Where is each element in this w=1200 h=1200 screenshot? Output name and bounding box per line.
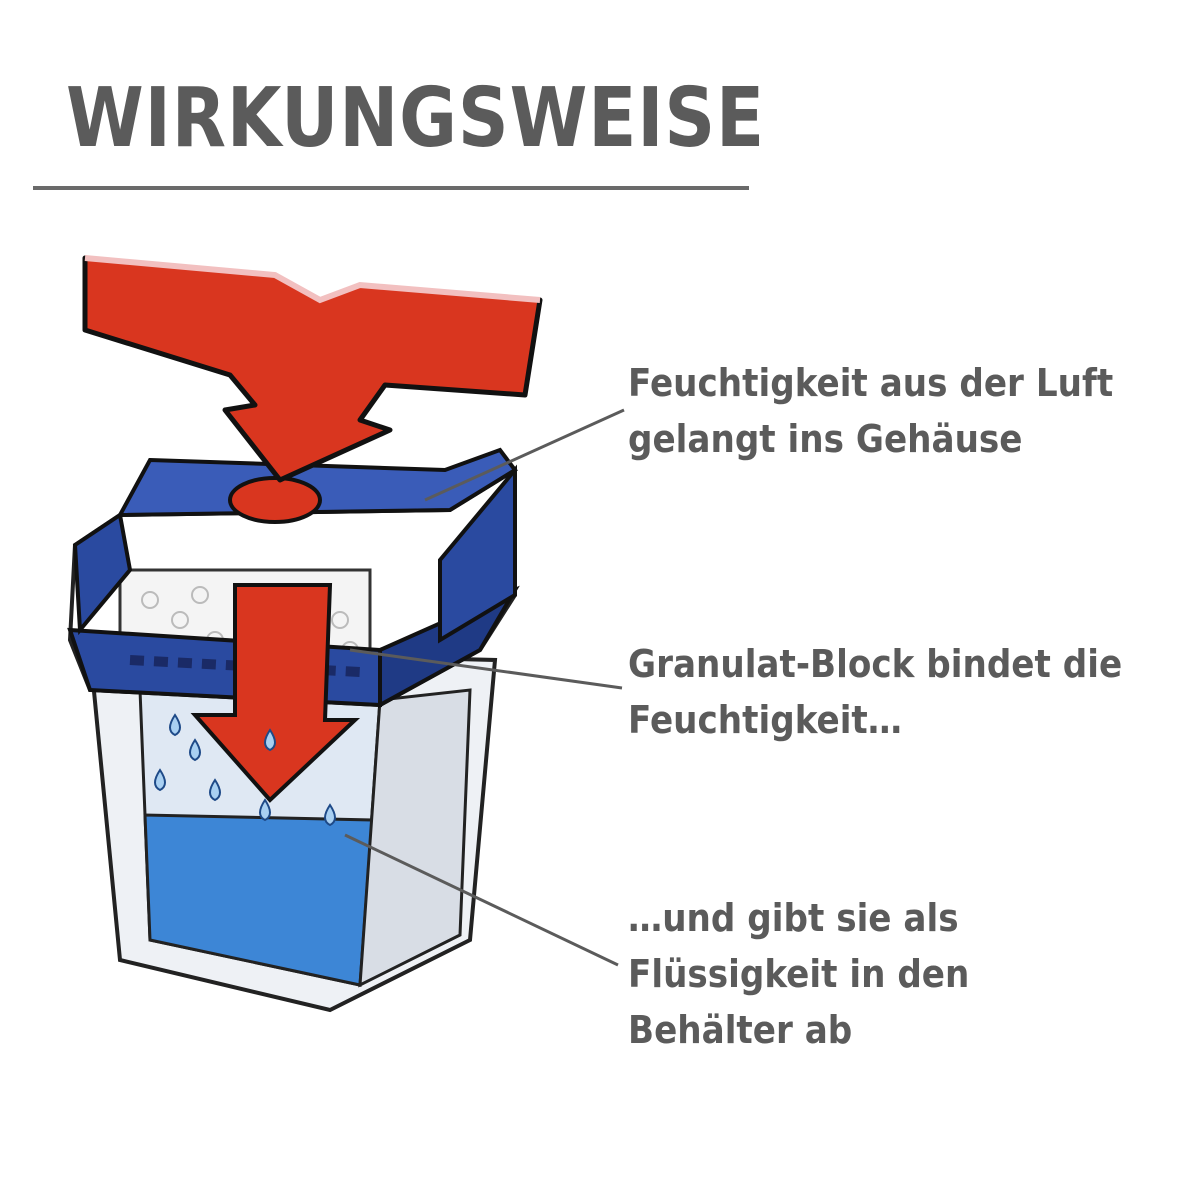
water-droplets [154,713,336,827]
callout-line: Behälter ab [628,1008,853,1052]
container-body [87,647,498,1013]
callout-line: Flüssigkeit in den [628,952,970,996]
inner-flow-arrow [190,583,361,803]
callout-liquid: …und gibt sie als Flüssigkeit in den Beh… [628,890,969,1058]
leader-line-1 [424,408,625,502]
callout-air-intake: Feuchtigkeit aus der Luft gelangt ins Ge… [628,355,1113,467]
air-inlet [228,476,322,524]
leader-line-2 [349,648,623,690]
callout-line: Feuchtigkeit… [628,698,902,742]
callout-granulate: Granulat-Block bindet die Feuchtigkeit… [628,636,1122,748]
air-flow-arrow [82,255,543,483]
callout-line: Feuchtigkeit aus der Luft [628,361,1114,405]
page-title: WIRKUNGSWEISE [66,71,766,166]
callout-line: gelangt ins Gehäuse [628,417,1023,461]
title-underline [33,186,749,190]
leader-line-3 [344,833,619,967]
callout-line: Granulat-Block bindet die [628,642,1123,686]
callout-line: …und gibt sie als [628,896,959,940]
